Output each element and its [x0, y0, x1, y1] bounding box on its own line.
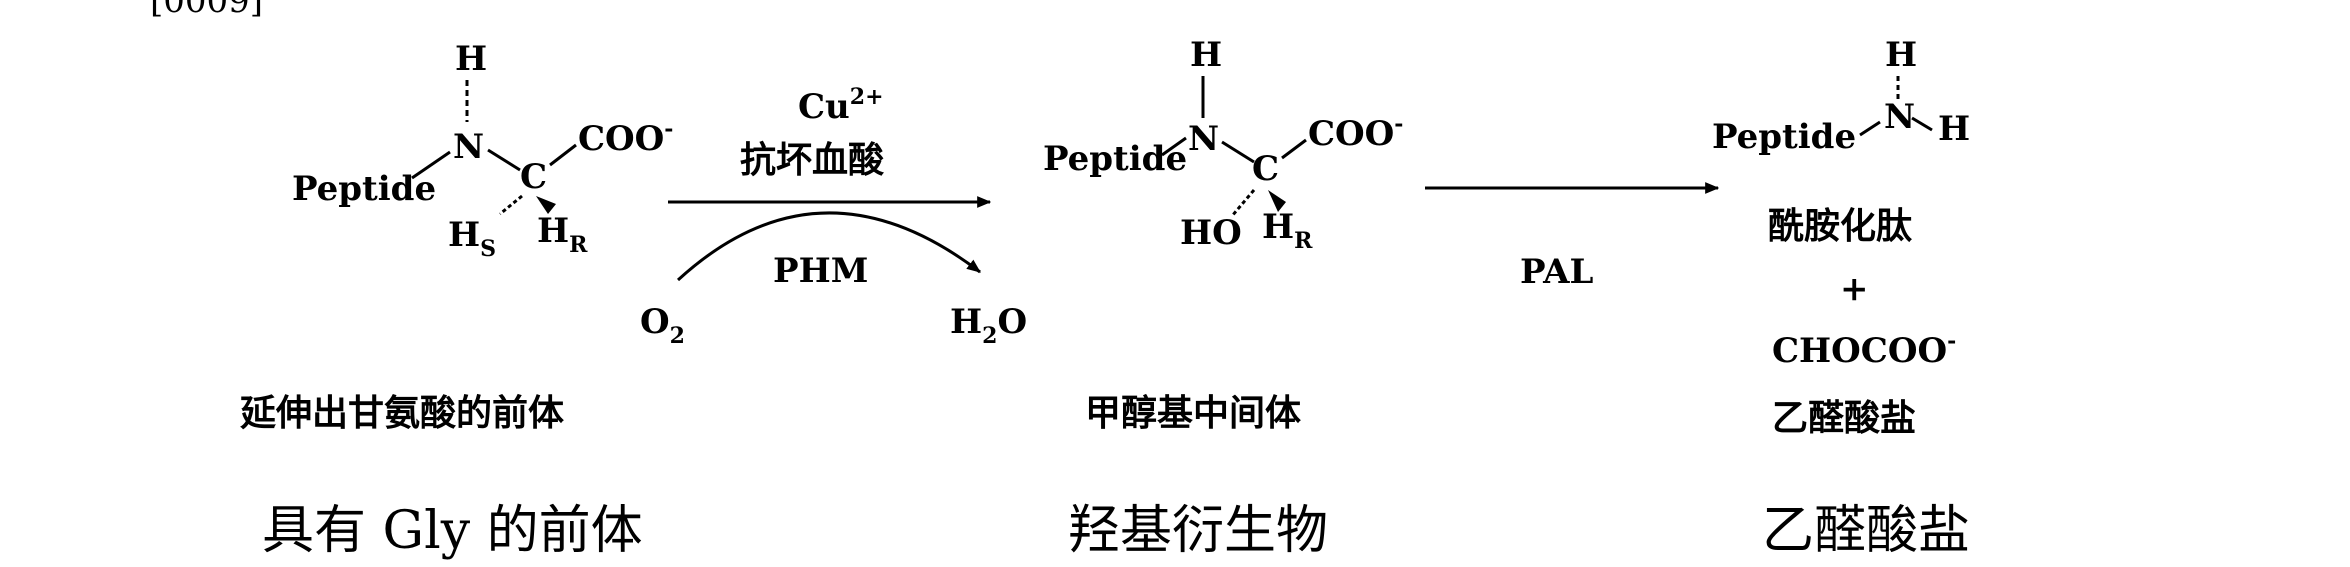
- precursor-h-top: H: [455, 39, 487, 79]
- plus-sign: +: [1840, 269, 1869, 309]
- step1-o2-sub: 2: [670, 323, 685, 349]
- step1-cu-symbol: Cu: [798, 87, 850, 127]
- intermediate-c-coo-bond: [1282, 140, 1306, 158]
- step1-arrow-group: Cu2+ 抗坏血酸 PHM O2 H2O: [640, 84, 1027, 349]
- precursor-hs: HS: [448, 215, 496, 262]
- precursor-hr: HR: [537, 211, 588, 258]
- precursor-n: N: [453, 127, 484, 167]
- intermediate-n: N: [1188, 119, 1219, 159]
- amide-peptide-label: 酰胺化肽: [1768, 206, 1913, 247]
- product-h-right: H: [1938, 109, 1970, 149]
- caption-left: 具有 Gly 的前体: [262, 501, 643, 561]
- precursor-coo: COO-: [578, 116, 673, 159]
- glyoxylate-formula: CHOCOO-: [1772, 328, 1956, 371]
- step1-enzyme: PHM: [773, 251, 868, 291]
- paragraph-number: [0009]: [150, 0, 263, 21]
- precursor-n-c-bond: [488, 150, 520, 170]
- intermediate-coo-charge: -: [1394, 111, 1403, 137]
- intermediate-structure: H N Peptide C COO- HO HR: [1043, 35, 1403, 254]
- precursor-hr-main: H: [537, 211, 569, 251]
- product-n: N: [1884, 97, 1915, 137]
- precursor-hs-main: H: [448, 215, 480, 255]
- step1-reagent: 抗坏血酸: [740, 139, 884, 181]
- step1-cu-charge: 2+: [850, 84, 884, 110]
- glyoxylate-label: 乙醛酸盐: [1772, 398, 1916, 439]
- step1-o2: O2: [640, 302, 685, 349]
- step1-o2-main: O: [640, 302, 670, 342]
- step1-h2o: H2O: [950, 302, 1027, 349]
- step1-h2o-h: H: [950, 302, 982, 342]
- product-peptide: Peptide: [1712, 117, 1856, 157]
- glyoxylate-formula-text: CHOCOO: [1772, 331, 1947, 371]
- intermediate-hr-main: H: [1262, 207, 1294, 247]
- step1-cu: Cu2+: [798, 84, 884, 127]
- step1-h2o-o: O: [997, 302, 1027, 342]
- precursor-coo-formula: COO: [578, 119, 664, 159]
- intermediate-c: C: [1252, 149, 1279, 189]
- intermediate-n-c-bond: [1222, 142, 1254, 162]
- intermediate-hr-sub: R: [1294, 228, 1313, 254]
- precursor-c-hs-bond: [500, 196, 522, 214]
- precursor-hr-sub: R: [569, 232, 588, 258]
- precursor-c: C: [520, 157, 547, 197]
- precursor-coo-charge: -: [664, 116, 673, 142]
- intermediate-coo: COO-: [1308, 111, 1403, 154]
- caption-right: 乙醛酸盐: [1762, 501, 1970, 561]
- intermediate-h-top: H: [1190, 35, 1222, 75]
- product-peptide-n-bond: [1860, 122, 1880, 135]
- precursor-hs-sub: S: [480, 236, 496, 262]
- intermediate-ho: HO: [1180, 213, 1242, 253]
- products-group: H Peptide N H 酰胺化肽 + CHOCOO- 乙醛酸盐: [1712, 35, 1970, 439]
- caption-middle: 羟基衍生物: [1068, 501, 1328, 561]
- precursor-c-coo-bond: [550, 145, 576, 165]
- product-h-top: H: [1885, 35, 1917, 75]
- step2-enzyme: PAL: [1520, 252, 1593, 292]
- intermediate-coo-formula: COO: [1308, 114, 1394, 154]
- intermediate-hr: HR: [1262, 207, 1313, 254]
- precursor-structure: H N Peptide C COO- HS HR: [292, 39, 673, 262]
- intermediate-label: 甲醇基中间体: [1085, 393, 1301, 434]
- step1-h2o-sub: 2: [982, 323, 997, 349]
- intermediate-peptide: Peptide: [1043, 139, 1187, 179]
- glyoxylate-charge: -: [1947, 328, 1956, 354]
- precursor-label: 延伸出甘氨酸的前体: [240, 393, 564, 434]
- step2-arrow-group: PAL: [1425, 188, 1718, 292]
